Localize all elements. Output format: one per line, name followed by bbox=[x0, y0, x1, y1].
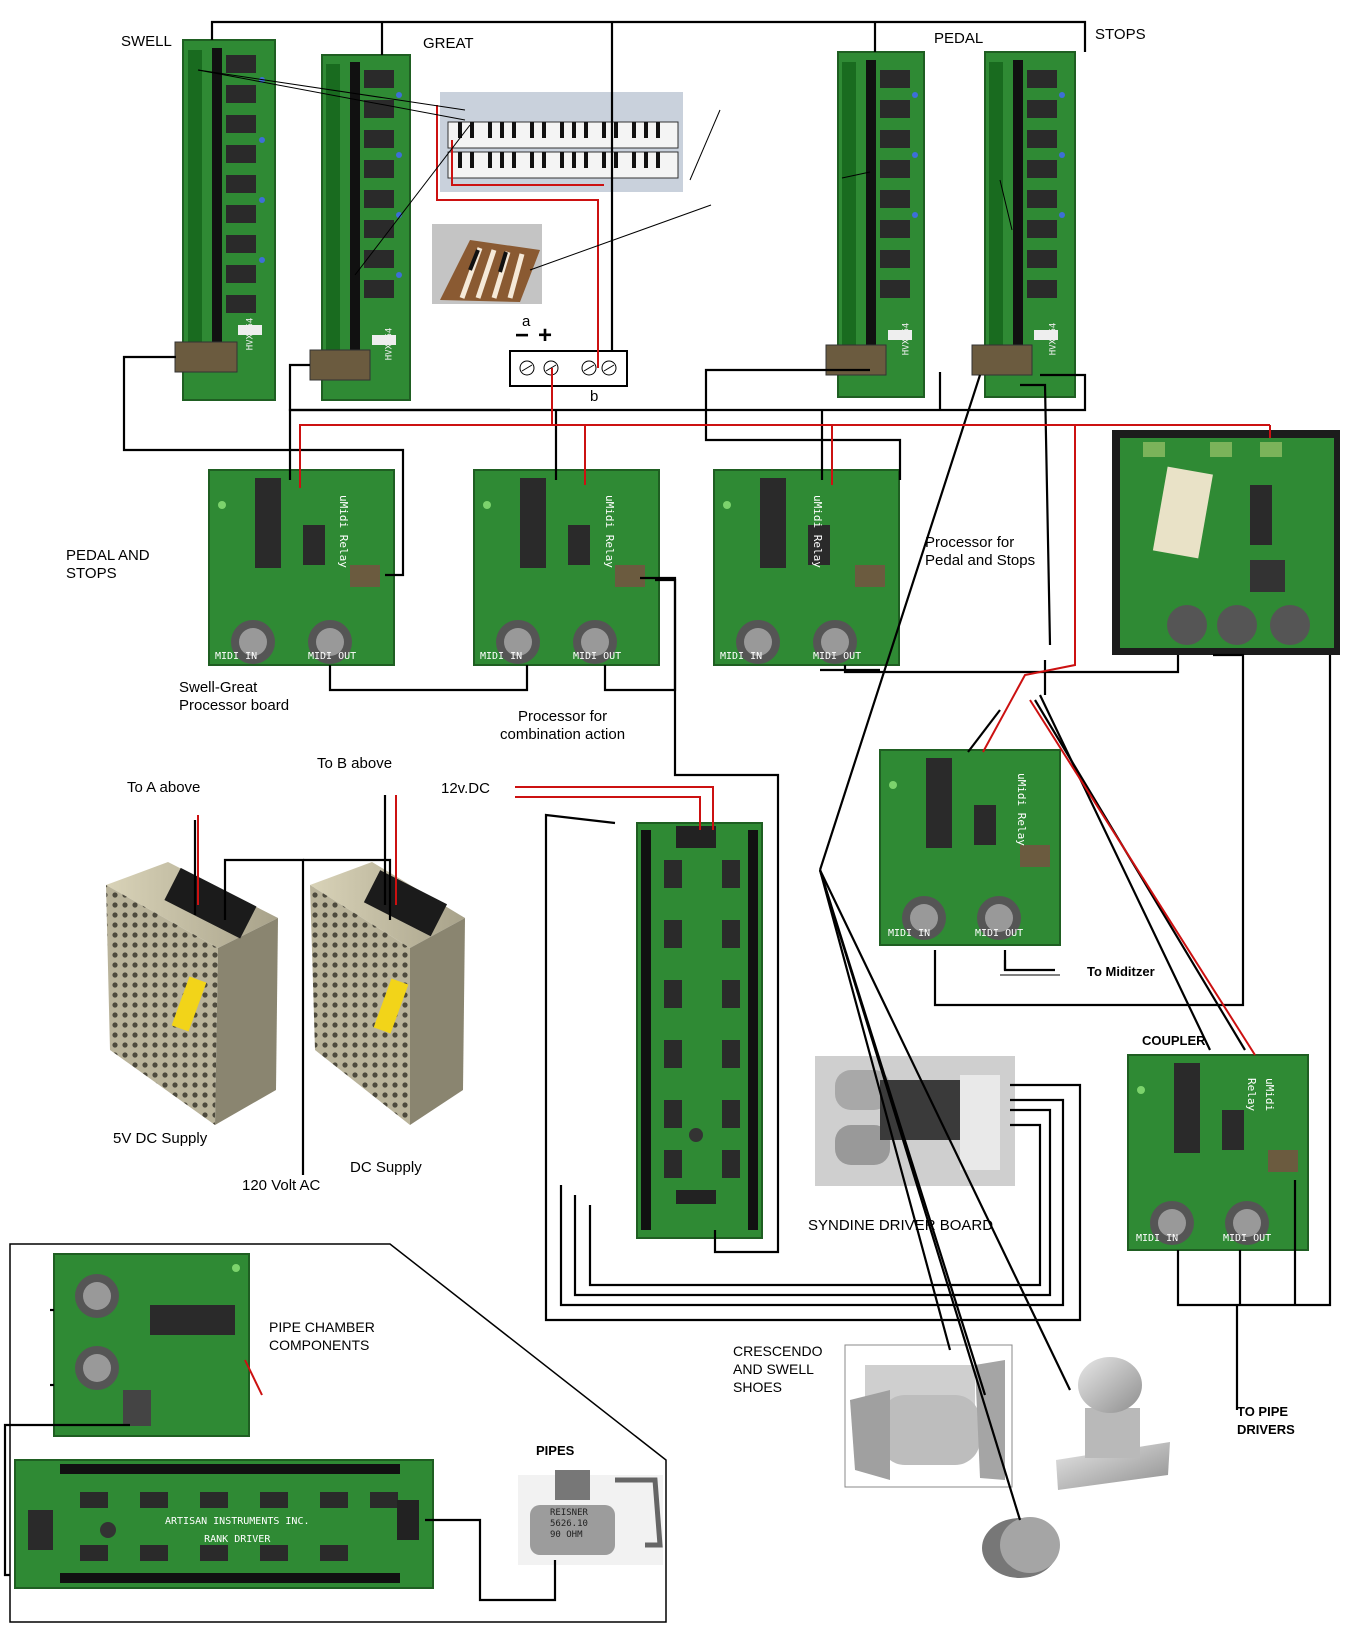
pipe-valve-photo bbox=[518, 1470, 663, 1565]
label-stops: STOPS bbox=[1095, 26, 1146, 43]
midi-in-5: MIDI IN bbox=[1136, 1233, 1179, 1244]
knob-photo bbox=[982, 1517, 1060, 1578]
label-swell-great-processor: Swell-Great Processor board bbox=[179, 679, 290, 714]
label-processor-pedal-stops: Processor for Pedal and Stops bbox=[925, 534, 1036, 569]
umidi-board-miditzer bbox=[879, 749, 1061, 946]
hvx-silk-swell: HVX-64 bbox=[245, 317, 256, 351]
label-terminal-a: a bbox=[522, 313, 531, 330]
label-5v-supply: 5V DC Supply bbox=[113, 1130, 208, 1147]
umidi-silk-5: uMidi Relay bbox=[1245, 1078, 1276, 1112]
rank-driver-horizontal bbox=[14, 1459, 434, 1589]
label-to-pipe-drivers: TO PIPE DRIVERS bbox=[1237, 1404, 1295, 1437]
hvx-silk-pedal: HVX-64 bbox=[901, 322, 912, 356]
label-processor-combination: Processor for combination action bbox=[500, 708, 626, 743]
hvx-board-stops bbox=[971, 51, 1076, 398]
label-pipe-chamber-components: PIPE CHAMBER COMPONENTS bbox=[269, 1319, 375, 1353]
hvx-board-swell bbox=[174, 39, 276, 401]
midi-out-3: MIDI OUT bbox=[813, 651, 862, 662]
midi-in-3: MIDI IN bbox=[720, 651, 763, 662]
label-pedal-and-stops: PEDAL AND STOPS bbox=[66, 547, 150, 582]
label-dc-supply: DC Supply bbox=[350, 1159, 422, 1176]
label-to-miditzer: To Miditzer bbox=[1087, 964, 1155, 979]
midi-out-5: MIDI OUT bbox=[1223, 1233, 1272, 1244]
pipe-chamber-panel bbox=[9, 1243, 667, 1623]
midi-out-1: MIDI OUT bbox=[308, 651, 357, 662]
pedalboard bbox=[432, 224, 542, 304]
hvx-silk-stops: HVX-64 bbox=[1048, 322, 1059, 356]
pot-mount-photo bbox=[1056, 1357, 1170, 1490]
micro-midi-controller bbox=[1112, 430, 1340, 655]
label-pipes: PIPES bbox=[536, 1443, 575, 1458]
syndine-driver-photo bbox=[815, 1056, 1015, 1186]
label-pedal: PEDAL bbox=[934, 30, 984, 47]
label-12v-dc: 12v.DC bbox=[441, 780, 490, 797]
label-to-b-above: To B above bbox=[317, 755, 393, 772]
label-great: GREAT bbox=[423, 35, 474, 52]
midi-in-4: MIDI IN bbox=[888, 928, 931, 939]
label-to-a-above: To A above bbox=[127, 779, 201, 796]
thin-wiring-lines bbox=[197, 69, 1060, 976]
label-terminal-plus: + bbox=[538, 322, 553, 349]
label-120v-ac: 120 Volt AC bbox=[242, 1177, 321, 1194]
label-terminal-b: b bbox=[590, 388, 599, 405]
terminal-block bbox=[509, 350, 628, 387]
power-supply-dc bbox=[310, 862, 465, 1125]
hvx-silk-great: HVX-64 bbox=[384, 327, 395, 361]
rank-driver-silk: ARTISAN INSTRUMENTS INC. RANK DRIVER bbox=[165, 1516, 310, 1545]
label-swell: SWELL bbox=[121, 33, 172, 50]
umidi-board-pedal-stops bbox=[713, 469, 900, 666]
umidi-silk-3: uMidi Relay bbox=[811, 495, 824, 568]
hvx-board-great bbox=[309, 54, 411, 401]
umidi-silk-2: uMidi Relay bbox=[603, 495, 616, 568]
label-terminal-minus: − bbox=[515, 322, 530, 349]
rank-driver-vertical bbox=[636, 822, 763, 1239]
red-wires bbox=[197, 105, 1271, 1396]
manual-keyboards bbox=[440, 92, 683, 192]
umidi-board-pipe-chamber bbox=[53, 1253, 250, 1437]
hvx-board-pedal bbox=[825, 51, 925, 398]
umidi-silk-1: uMidi Relay bbox=[337, 495, 350, 568]
umidi-board-swell-great bbox=[208, 469, 395, 666]
midi-out-2: MIDI OUT bbox=[573, 651, 622, 662]
umidi-board-combination bbox=[473, 469, 660, 666]
midi-in-2: MIDI IN bbox=[480, 651, 523, 662]
label-syndine-driver-board: SYNDINE DRIVER BOARD bbox=[808, 1217, 994, 1234]
label-crescendo-swell-shoes: CRESCENDO AND SWELL SHOES bbox=[733, 1343, 823, 1395]
reisner-silk: REISNER 5626.10 90 OHM bbox=[550, 1508, 588, 1540]
umidi-silk-4: uMidi Relay bbox=[1015, 773, 1028, 846]
label-coupler: COUPLER bbox=[1142, 1033, 1206, 1048]
midi-in-1: MIDI IN bbox=[215, 651, 258, 662]
power-supply-5v bbox=[106, 862, 278, 1125]
midi-out-4: MIDI OUT bbox=[975, 928, 1024, 939]
umidi-board-coupler bbox=[1127, 1054, 1309, 1251]
